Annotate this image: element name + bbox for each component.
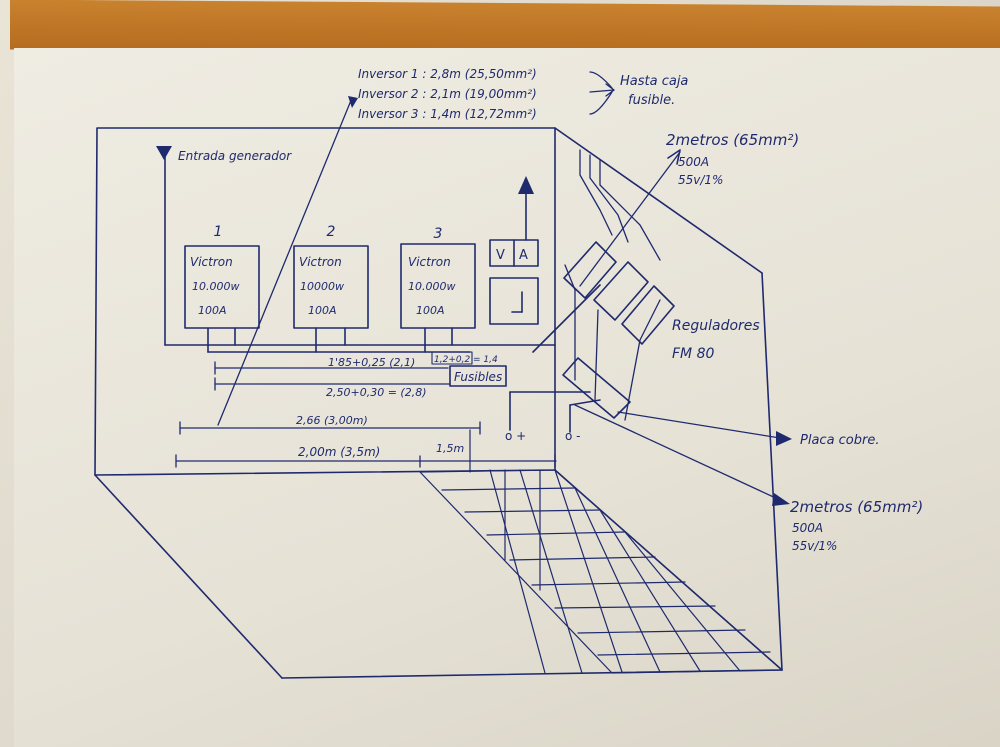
meter-v-label: V	[496, 248, 505, 263]
inverter-current: 100A	[416, 304, 445, 317]
bottom-cable-spec: 55v/1%	[792, 539, 837, 553]
fuses-label: Fusibles	[454, 370, 502, 384]
bottom-cable-pointer	[574, 404, 781, 501]
inverter-dest-line1: Hasta caja	[620, 74, 688, 89]
fuses-box	[449, 365, 507, 387]
inverter-brand: Victron	[408, 255, 451, 269]
fuses-note-box	[431, 351, 473, 365]
dimension-lines	[175, 361, 557, 468]
inverter-dest-line2: fusible.	[628, 93, 675, 108]
bottom-cable-length: 2metros (65mm²)	[790, 498, 923, 516]
bottom-cable-arrowhead	[772, 493, 790, 506]
regulators-model: FM 80	[672, 346, 714, 362]
dim-label-2: 2,50+0,30 = (2,8)	[326, 386, 427, 399]
inverter-note-2: Inversor 2 : 2,1m (19,00mm²)	[358, 87, 537, 101]
placa-label: Placa cobre.	[800, 433, 880, 448]
inverter-brand: Victron	[299, 255, 342, 269]
room-outline	[94, 127, 783, 679]
inverter-number: 1	[214, 224, 223, 240]
inverter-number: 2	[327, 224, 336, 240]
generator-input-label: Entrada generador	[178, 149, 292, 163]
inverter-number: 3	[434, 226, 443, 242]
top-cable-amps: 500A	[678, 155, 709, 169]
up-arrow-icon	[518, 176, 534, 194]
pointer-arrowhead	[348, 96, 358, 108]
inverter-current: 100A	[308, 304, 337, 317]
dim-label-1: 1'85+0,25 (2,1)	[328, 356, 415, 369]
inverter-3: 3 Victron 10.000w 100A	[400, 226, 476, 329]
inverter-power: 10.000w	[408, 280, 456, 293]
volt-amp-meter: V A	[489, 191, 539, 325]
inverter-2: 2 Victron 10000w 100A	[293, 224, 369, 329]
top-cable-arrowhead	[667, 149, 681, 165]
top-cable-pointer	[579, 151, 681, 287]
dim-label-3: 2,66 (3,00m)	[296, 414, 368, 427]
inverter-notes-arrow	[589, 71, 615, 115]
inverter-note-1: Inversor 1 : 2,8m (25,50mm²)	[358, 67, 537, 81]
inverter-note-3: Inversor 3 : 1,4m (12,72mm²)	[358, 107, 537, 121]
inverter-power: 10.000w	[192, 280, 240, 293]
bottom-cable-amps: 500A	[792, 521, 823, 535]
meter-a-label: A	[519, 248, 528, 263]
placa-arrowhead	[776, 431, 792, 446]
pointer-line	[217, 97, 353, 426]
bus-wiring	[164, 154, 601, 433]
paper-sheet	[14, 48, 1000, 747]
inverter-brand: Victron	[190, 255, 233, 269]
terminal-positive: o +	[505, 429, 526, 443]
regulators	[562, 241, 675, 419]
dim-label-5: 1,5m	[436, 442, 464, 455]
fuses-note: 1,2+0,2 = 1,4	[434, 355, 498, 365]
dim-label-4: 2,00m (3,5m)	[298, 445, 380, 459]
generator-input-icon	[156, 146, 172, 160]
inverter-current: 100A	[198, 304, 227, 317]
inverter-power: 10000w	[300, 280, 344, 293]
top-cable-spec: 55v/1%	[678, 173, 723, 187]
floor-grid	[419, 429, 783, 674]
regulators-label: Reguladores	[672, 318, 760, 334]
placa-pointer	[617, 411, 781, 439]
inverter-1: 1 Victron 10.000w 100A	[184, 224, 260, 329]
terminal-negative: o -	[565, 429, 581, 443]
top-cable-length: 2metros (65mm²)	[666, 131, 799, 149]
